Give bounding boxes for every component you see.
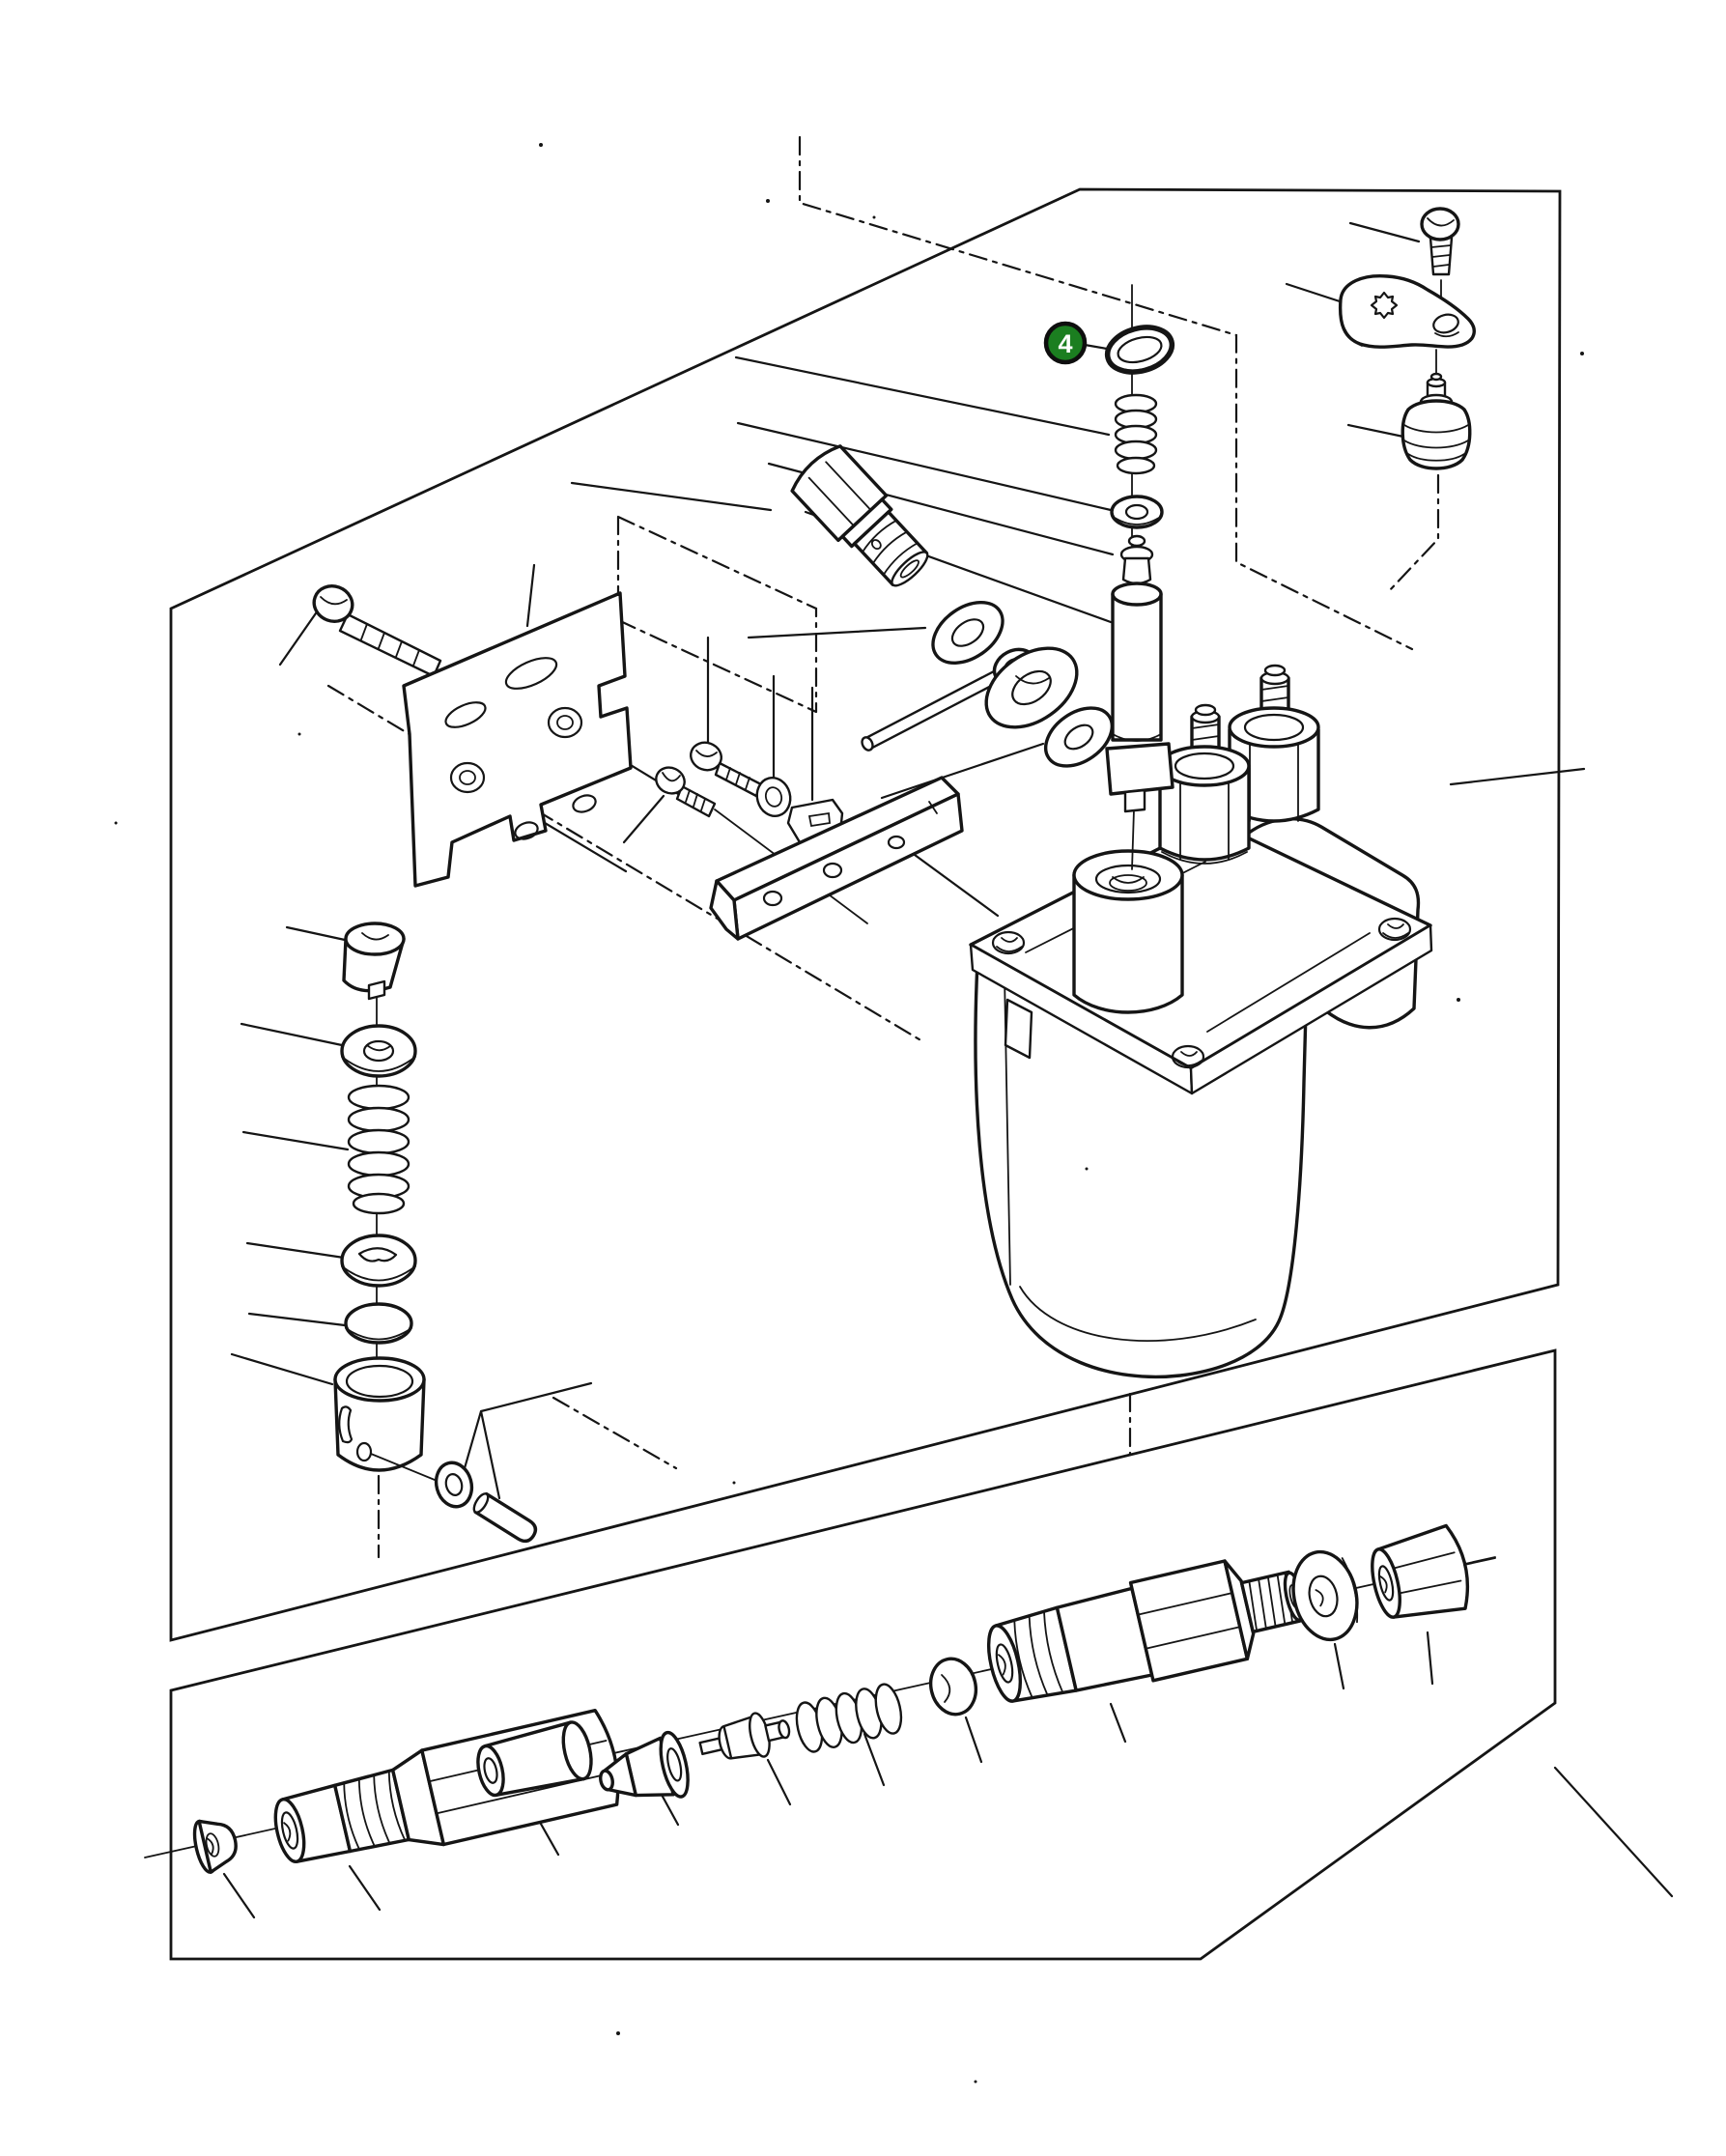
- link-screw: [690, 741, 763, 798]
- delivery-valve: [1119, 534, 1154, 585]
- roller-pin: [472, 1491, 538, 1544]
- pressure-pin: [698, 1712, 791, 1760]
- spring-seat-lower: [340, 1234, 417, 1288]
- spring-seat-upper: [340, 1024, 417, 1078]
- tappet-cap: [342, 922, 406, 1001]
- valve-spring: [1114, 393, 1158, 475]
- washer-large: [984, 646, 1079, 729]
- spacer: [476, 1720, 593, 1798]
- o-ring: [1104, 325, 1175, 375]
- mounting-screw: [312, 584, 442, 678]
- solenoid-valve: [1401, 372, 1472, 470]
- washer-gasket: [1044, 706, 1114, 768]
- link-washer: [755, 776, 792, 818]
- nozzle-holder-body: [986, 1559, 1306, 1703]
- pump-housing: [969, 664, 1433, 1379]
- governor-screw: [1420, 207, 1460, 276]
- inlet-nut: [1371, 1523, 1470, 1619]
- governor-arm: [1338, 274, 1476, 349]
- delivery-valve-holder: [790, 444, 929, 587]
- valve-stack: [1104, 325, 1175, 813]
- callout-label: 4: [1058, 329, 1072, 358]
- lower-section-frame: [169, 1348, 1557, 1961]
- pressure-spring: [795, 1683, 903, 1753]
- callout-circle[interactable]: [1043, 321, 1088, 365]
- cap-nut: [192, 1819, 238, 1874]
- upper-section-frame: [169, 187, 1562, 1642]
- washer-small: [931, 600, 1004, 666]
- nozzle: [599, 1730, 690, 1799]
- mounting-bracket: [402, 591, 633, 888]
- control-rack: [709, 776, 964, 941]
- plunger-spring: [347, 1084, 410, 1215]
- gasket-washer: [1291, 1549, 1359, 1642]
- push-disc: [928, 1657, 978, 1716]
- valve-washer: [1110, 495, 1164, 529]
- tappet: [333, 1356, 436, 1481]
- scan-specks: [114, 143, 1584, 2084]
- bleeder-screw: [655, 766, 717, 818]
- delivery-valve-body: [1105, 582, 1174, 813]
- adjusting-shim: [344, 1302, 413, 1345]
- axis-stub: [1463, 1557, 1496, 1566]
- roller-washer: [434, 1461, 474, 1509]
- leader-lines: [222, 221, 1674, 1919]
- callout-badge-4[interactable]: 4: [1043, 321, 1088, 365]
